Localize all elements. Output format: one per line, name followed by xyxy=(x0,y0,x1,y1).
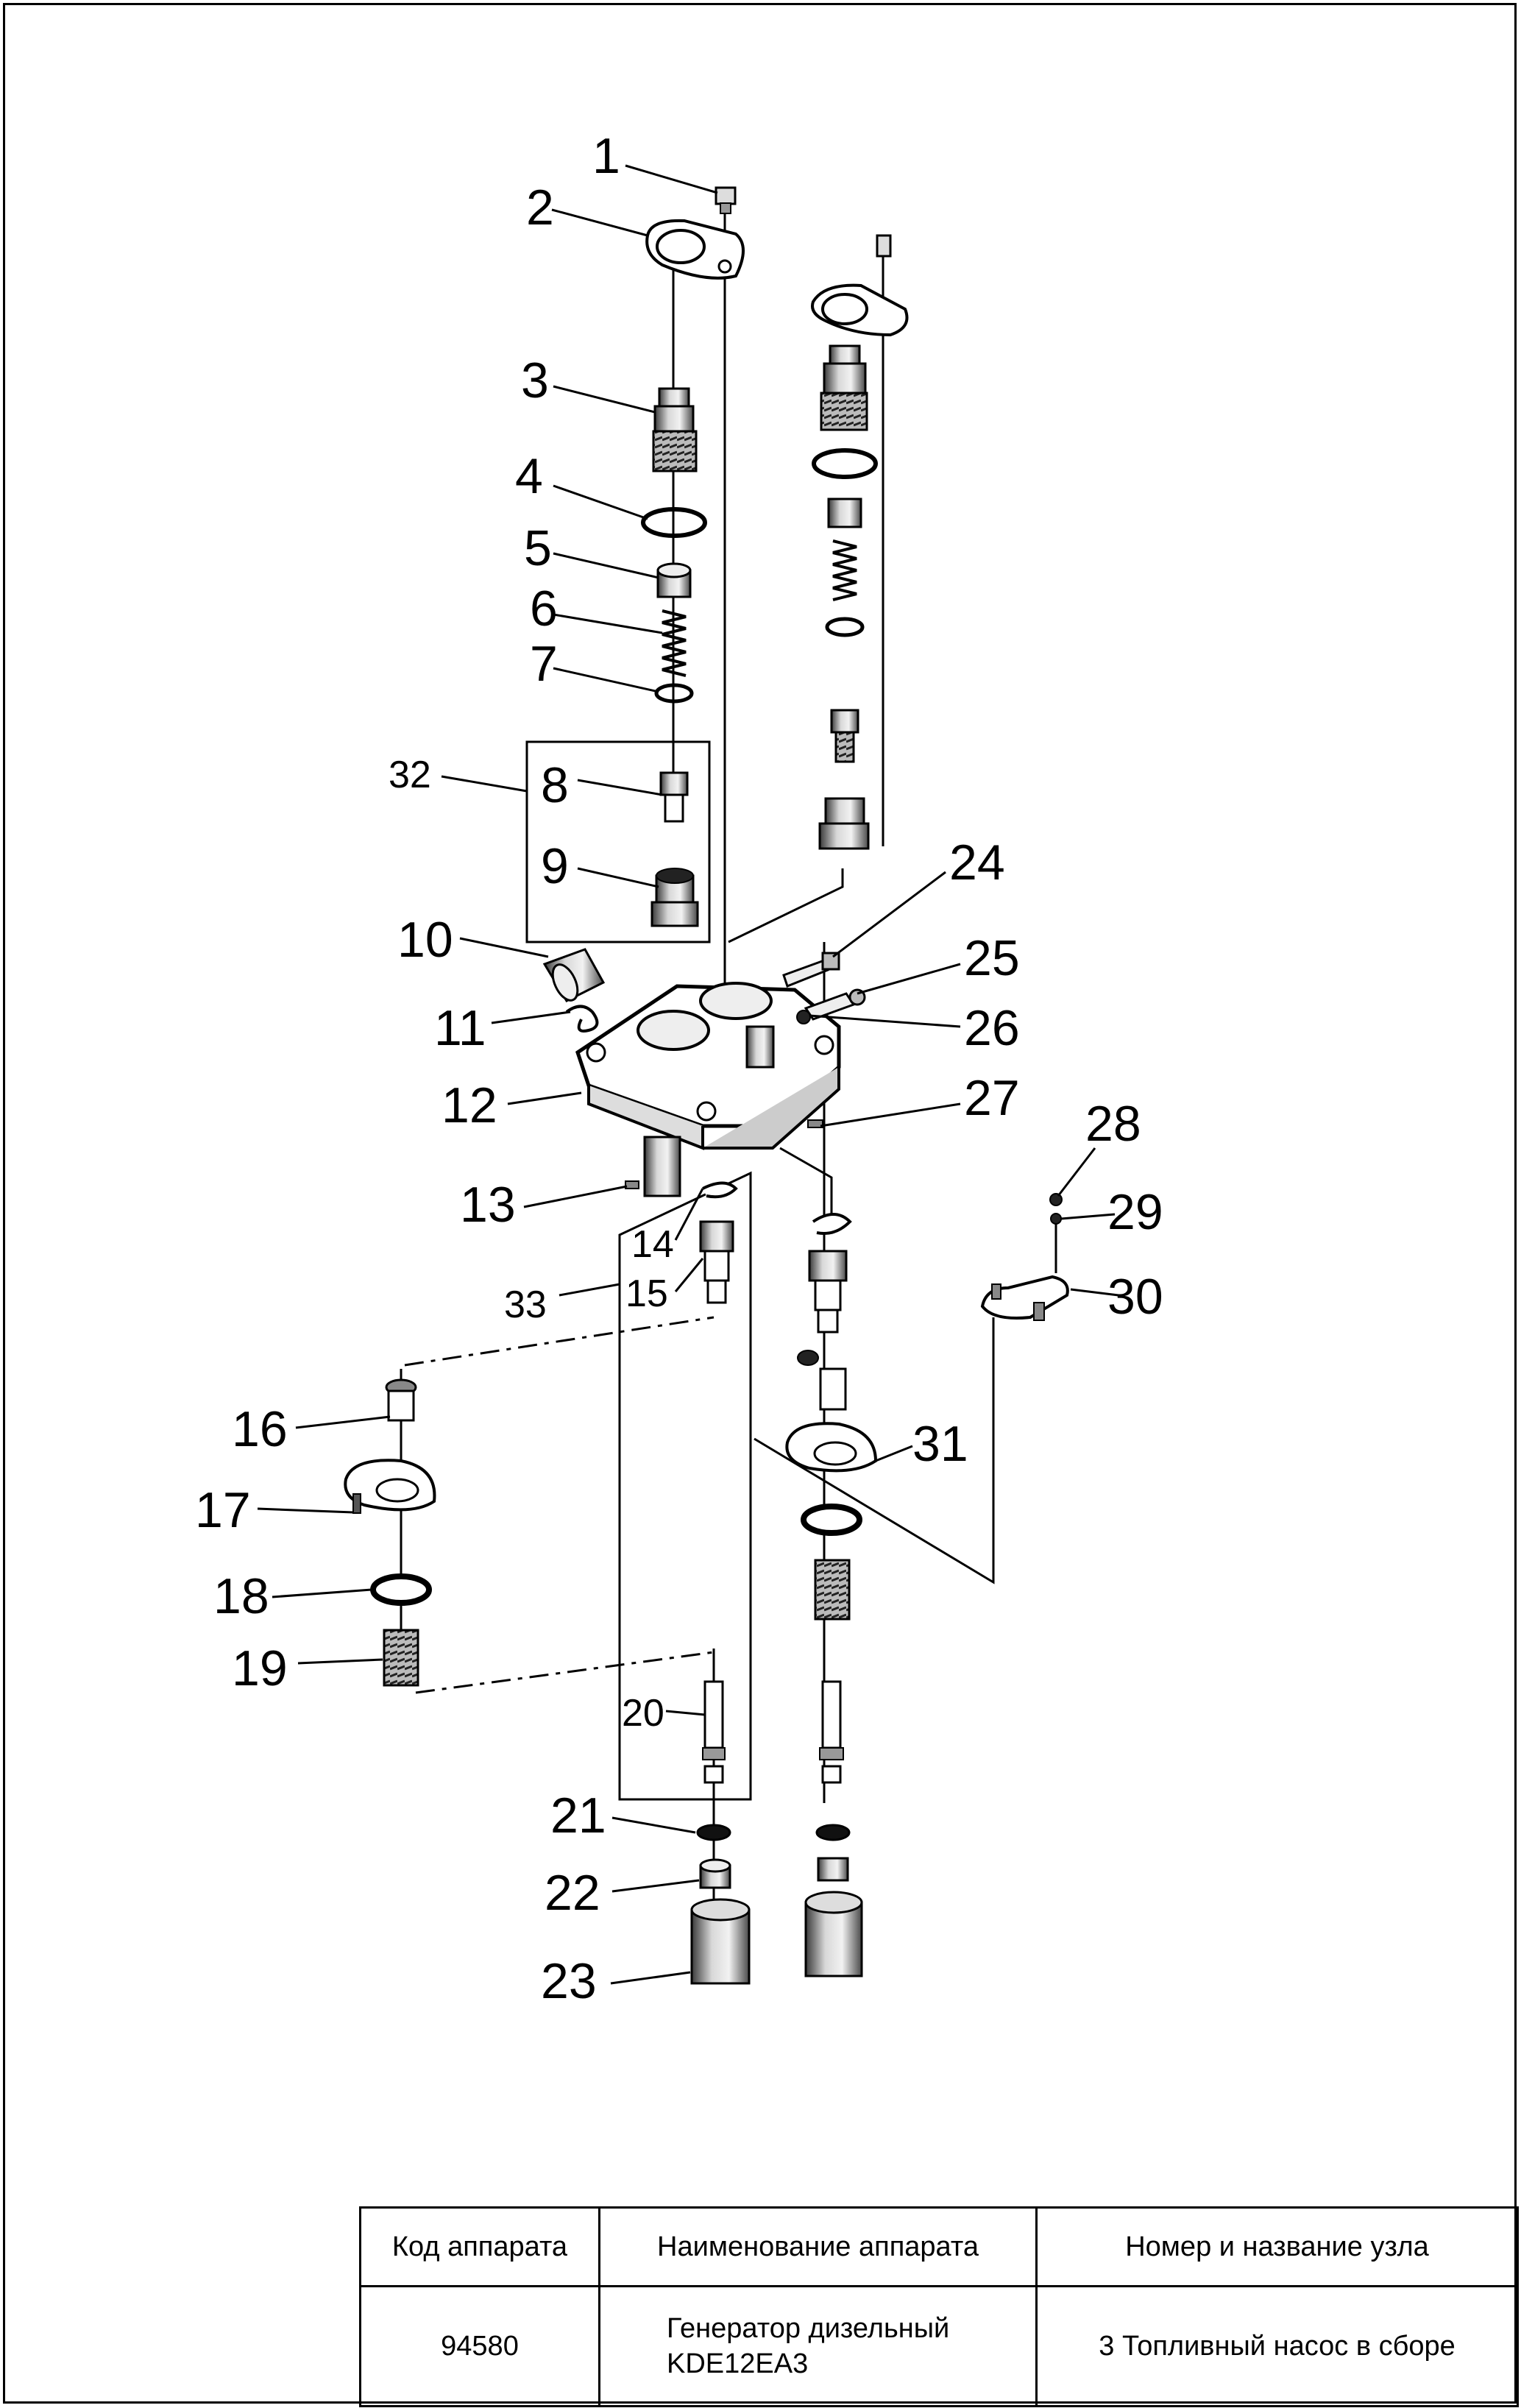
part-15-plunger-barrel xyxy=(699,1220,734,1304)
callout-5: 5 xyxy=(524,520,552,576)
callout-27: 27 xyxy=(964,1070,1020,1126)
part-3-valve-holder xyxy=(652,387,698,472)
callout-16: 16 xyxy=(232,1401,288,1457)
callout-2: 2 xyxy=(526,180,554,236)
callout-6: 6 xyxy=(530,581,558,637)
part-14-clip xyxy=(702,1181,738,1199)
part-30-rack-plate xyxy=(980,1193,1069,1321)
title-block-header-row: Код аппарата Наименование аппарата Номер… xyxy=(359,2206,1519,2287)
callout-23: 23 xyxy=(541,1953,597,2009)
callout-22: 22 xyxy=(545,1865,600,1921)
part-23-tappet xyxy=(690,1898,751,1985)
part-18-washer xyxy=(370,1573,432,1606)
callout-25: 25 xyxy=(964,930,1020,986)
title-block-value-row: 94580 Генератор дизельный KDE12EA3 3 Топ… xyxy=(359,2285,1519,2407)
callout-14: 14 xyxy=(631,1223,674,1266)
part-13-pin xyxy=(625,1180,639,1189)
callout-labels: 1 2 3 4 5 6 7 32 8 9 10 11 12 13 14 15 3… xyxy=(195,128,1163,2009)
value-device-name: Генератор дизельный KDE12EA3 xyxy=(598,2285,1038,2407)
callout-8: 8 xyxy=(541,757,569,813)
callout-20: 20 xyxy=(622,1692,664,1735)
part-21-washer xyxy=(696,1824,731,1841)
callout-7: 7 xyxy=(530,636,558,692)
value-device-name-line2: KDE12EA3 xyxy=(667,2348,809,2379)
callout-leaders xyxy=(257,164,1119,1985)
part-8-delivery-valve xyxy=(659,771,689,823)
callout-32: 32 xyxy=(389,754,431,796)
subassembly-box-33 xyxy=(618,1171,752,1801)
part-22-spring-seat xyxy=(699,1858,731,1889)
callout-18: 18 xyxy=(213,1568,269,1624)
part-11-small-spring xyxy=(565,1005,599,1033)
callout-10: 10 xyxy=(397,912,453,968)
part-24-bolt xyxy=(782,952,840,988)
part-6-spring xyxy=(662,609,687,677)
part-12-pump-housing xyxy=(575,982,841,1197)
part-1-bolt xyxy=(715,186,737,214)
callout-12: 12 xyxy=(442,1077,497,1133)
dash-dot-lines xyxy=(404,1316,715,1694)
part-7-o-ring xyxy=(654,683,694,704)
callout-1: 1 xyxy=(592,128,620,184)
callout-9: 9 xyxy=(541,838,569,894)
value-device-name-line1: Генератор дизельный xyxy=(667,2313,950,2344)
right-cylinder-parts xyxy=(785,234,909,1977)
header-device-name: Наименование аппарата xyxy=(598,2206,1038,2287)
title-block-table: Код аппарата Наименование аппарата Номер… xyxy=(359,2206,1519,2407)
part-17-control-sleeve xyxy=(344,1459,436,1514)
callout-3: 3 xyxy=(521,353,549,408)
part-25-bleed-screw xyxy=(804,988,866,1021)
part-26-washer xyxy=(796,1010,811,1024)
value-device-code: 94580 xyxy=(359,2285,600,2407)
part-20-plunger xyxy=(702,1680,726,1784)
part-10-cap xyxy=(542,948,606,1002)
callout-13: 13 xyxy=(460,1177,516,1233)
callout-19: 19 xyxy=(232,1640,288,1696)
part-19-spring xyxy=(383,1629,419,1687)
part-9-valve-seat xyxy=(650,868,699,927)
part-16-sleeve xyxy=(385,1378,417,1422)
part-2-flange-plate xyxy=(645,219,745,280)
callout-26: 26 xyxy=(964,1000,1020,1056)
part-27-pin xyxy=(807,1119,823,1128)
callout-21: 21 xyxy=(550,1788,606,1844)
header-assembly: Номер и название узла xyxy=(1035,2206,1519,2287)
callout-31: 31 xyxy=(912,1416,968,1472)
part-4-o-ring xyxy=(641,507,707,538)
part-5-spacer xyxy=(656,562,692,598)
callout-30: 30 xyxy=(1107,1269,1163,1325)
callout-29: 29 xyxy=(1107,1184,1163,1240)
callout-28: 28 xyxy=(1085,1096,1141,1152)
callout-4: 4 xyxy=(515,448,543,504)
callout-17: 17 xyxy=(195,1482,251,1538)
header-device-code: Код аппарата xyxy=(359,2206,600,2287)
callout-15: 15 xyxy=(625,1272,668,1315)
callout-24: 24 xyxy=(949,835,1005,890)
subassembly-box-32 xyxy=(525,740,711,943)
callout-11: 11 xyxy=(434,1000,486,1056)
value-assembly: 3 Топливный насос в сборе xyxy=(1035,2285,1519,2407)
callout-33: 33 xyxy=(504,1283,547,1326)
